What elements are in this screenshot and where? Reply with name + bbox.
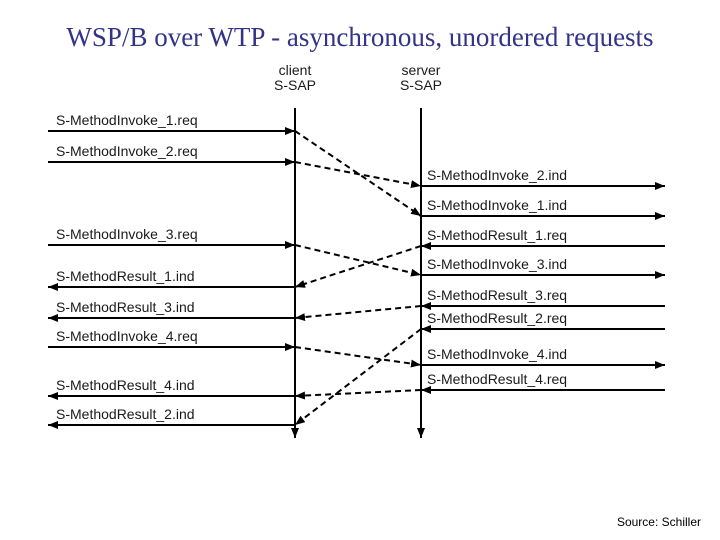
dashed-delivery-link bbox=[294, 161, 422, 189]
dashed-delivery-link bbox=[294, 245, 422, 288]
dashed-delivery-link bbox=[294, 346, 422, 368]
page-title: WSP/B over WTP - asynchronous, unordered… bbox=[66, 22, 654, 52]
source-attribution: Source: Schiller bbox=[616, 515, 701, 529]
dashed-delivery-link bbox=[294, 305, 422, 322]
dashed-delivery-link bbox=[294, 328, 422, 426]
dashed-delivery-link bbox=[294, 389, 422, 400]
dashed-delivery-link bbox=[294, 244, 422, 277]
